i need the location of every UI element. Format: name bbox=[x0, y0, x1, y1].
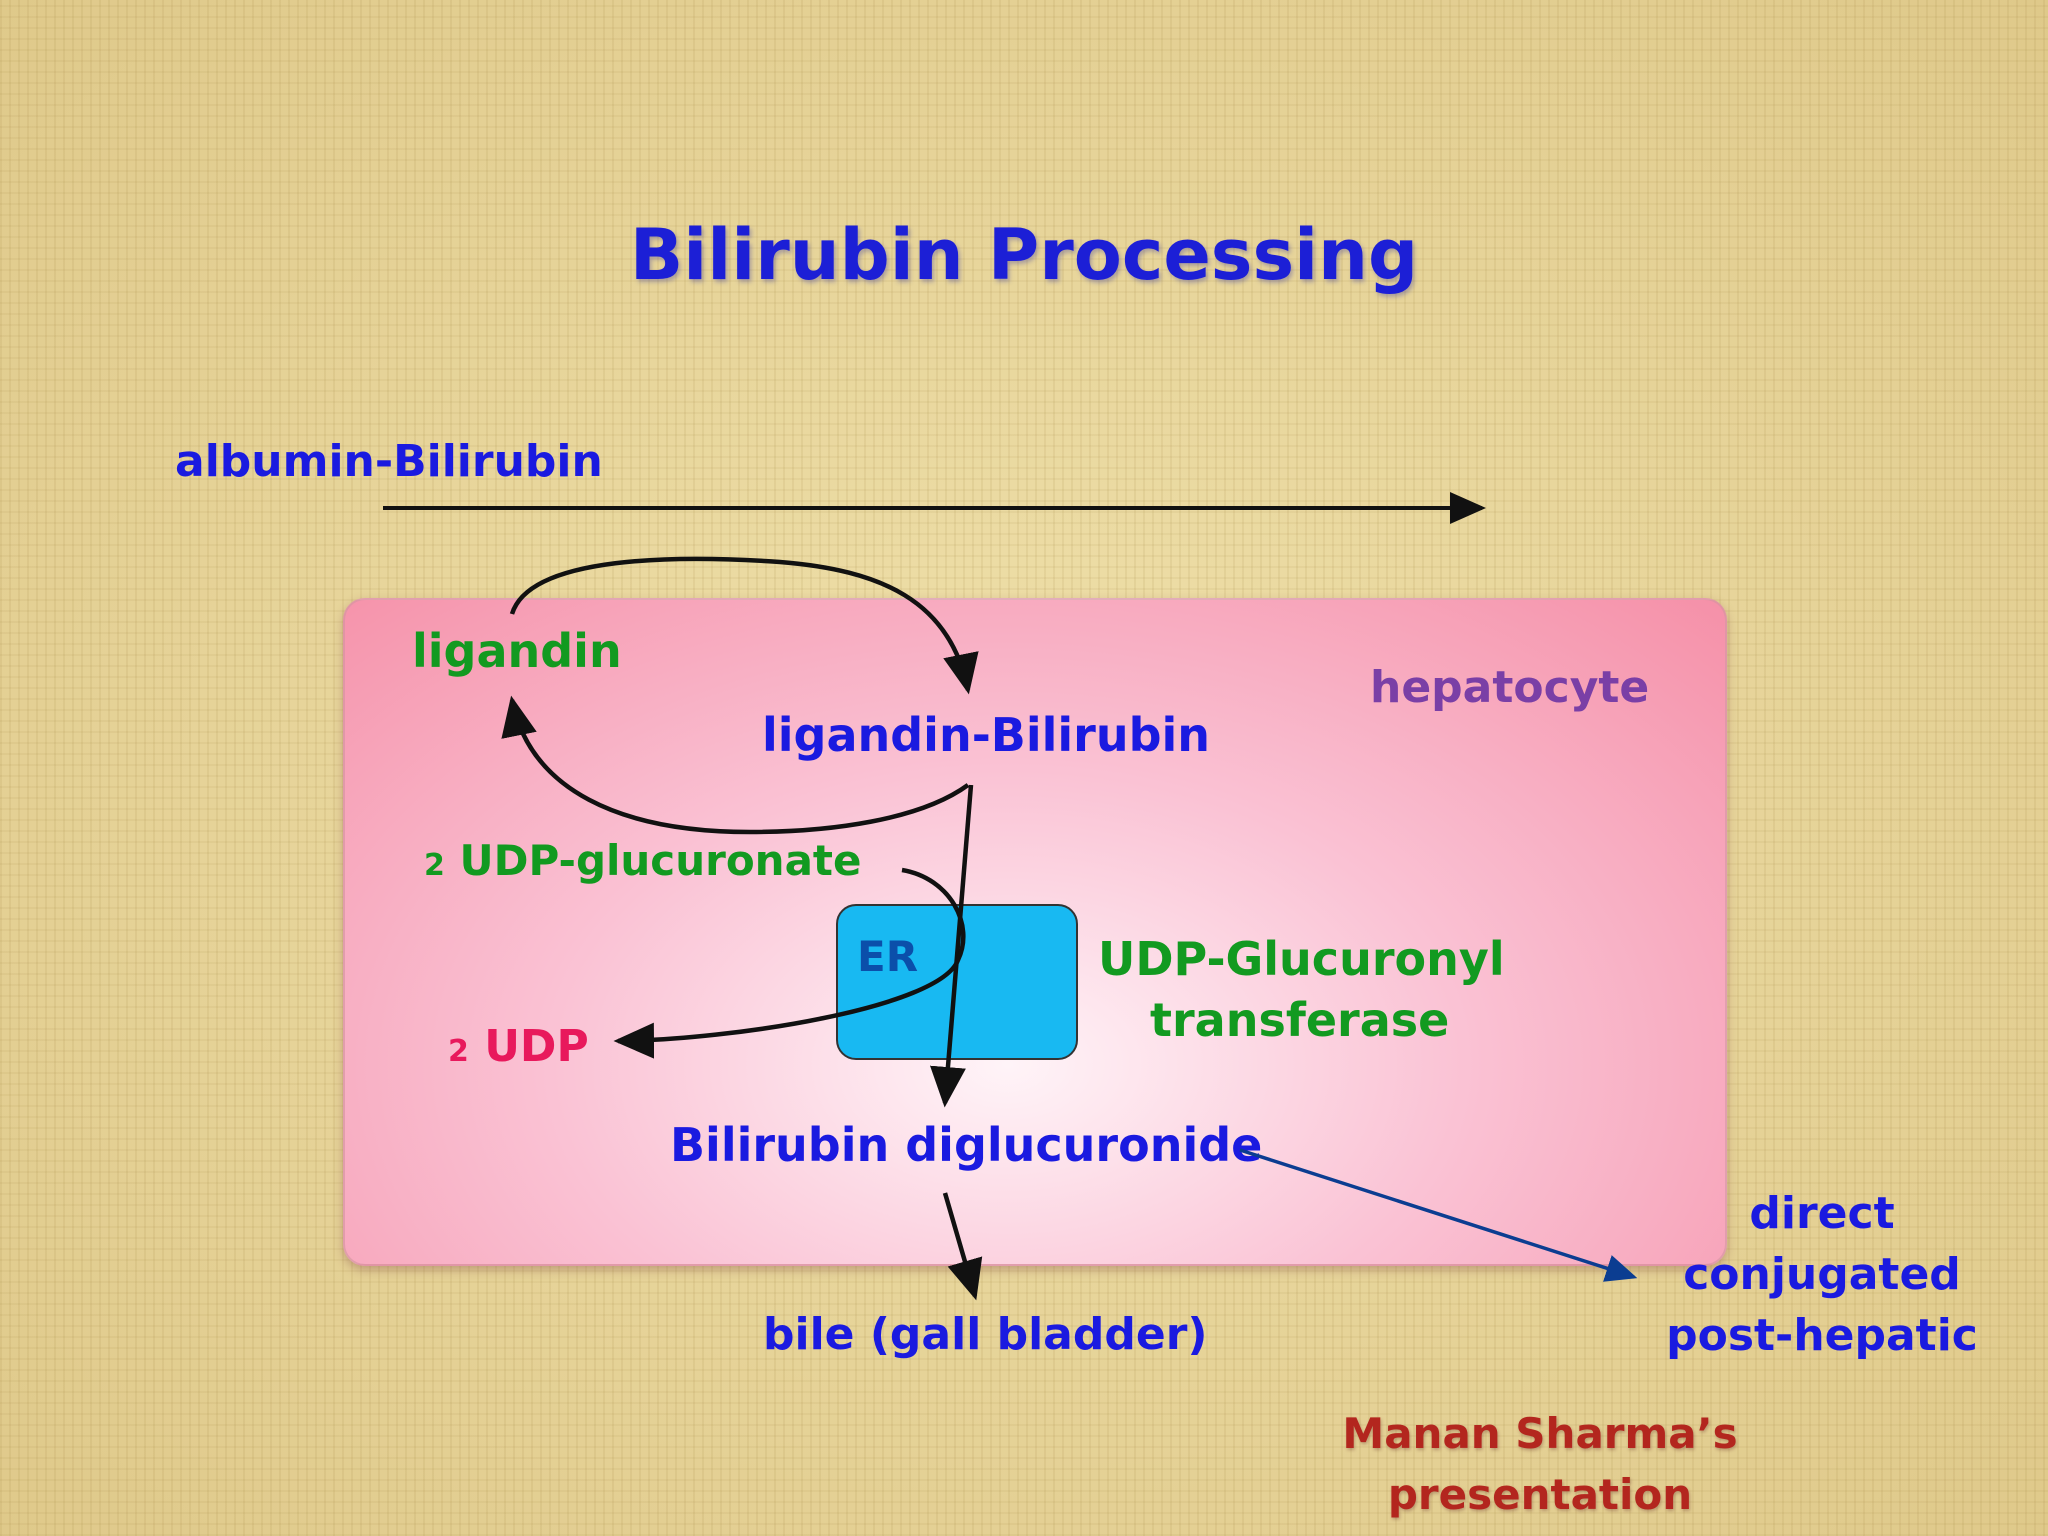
credit-line1: Manan Sharma’s bbox=[1342, 1409, 1738, 1458]
ligandin-bilirubin-label: ligandin-Bilirubin bbox=[762, 708, 1211, 762]
ligandin-label: ligandin bbox=[412, 624, 622, 678]
albumin-bilirubin-label: albumin-Bilirubin bbox=[175, 436, 603, 487]
ligandin-to-ligandin-bilirubin-arrow bbox=[509, 556, 979, 695]
udp-glucuronate-text: UDP-glucuronate bbox=[459, 836, 862, 885]
ligandin-bilirubin-to-diglucuronide-arrow bbox=[929, 784, 974, 1108]
udp-glucuronate-label: 2 UDP-glucuronate bbox=[424, 840, 861, 882]
udp-glucuronate-to-udp-arrow bbox=[613, 867, 966, 1059]
bilirubin-diglucuronide-label: Bilirubin diglucuronide bbox=[670, 1118, 1263, 1172]
hepatocyte-label: hepatocyte bbox=[1370, 662, 1650, 713]
direct-label-line3: post-hepatic bbox=[1666, 1310, 1978, 1361]
direct-label-line2: conjugated bbox=[1683, 1249, 1961, 1300]
credit-line2: presentation bbox=[1387, 1470, 1693, 1519]
udp-text: UDP bbox=[484, 1021, 589, 1072]
enzyme-label-line2: transferase bbox=[1150, 993, 1450, 1047]
bile-label: bile (gall bladder) bbox=[763, 1309, 1208, 1360]
diglucuronide-to-direct-arrow bbox=[1239, 1148, 1638, 1282]
page-title: Bilirubin Processing bbox=[629, 214, 1419, 296]
direct-label-line1: direct bbox=[1749, 1188, 1895, 1239]
udp-count: 2 bbox=[448, 1034, 469, 1069]
udp-glucuronate-count: 2 bbox=[424, 848, 445, 883]
er-label: ER bbox=[857, 932, 919, 981]
ligandin-recycle-arrow bbox=[501, 695, 970, 835]
diglucuronide-to-bile-arrow bbox=[942, 1192, 983, 1301]
enzyme-label-line1: UDP-Glucuronyl bbox=[1098, 932, 1505, 986]
udp-label: 2 UDP bbox=[448, 1025, 589, 1069]
